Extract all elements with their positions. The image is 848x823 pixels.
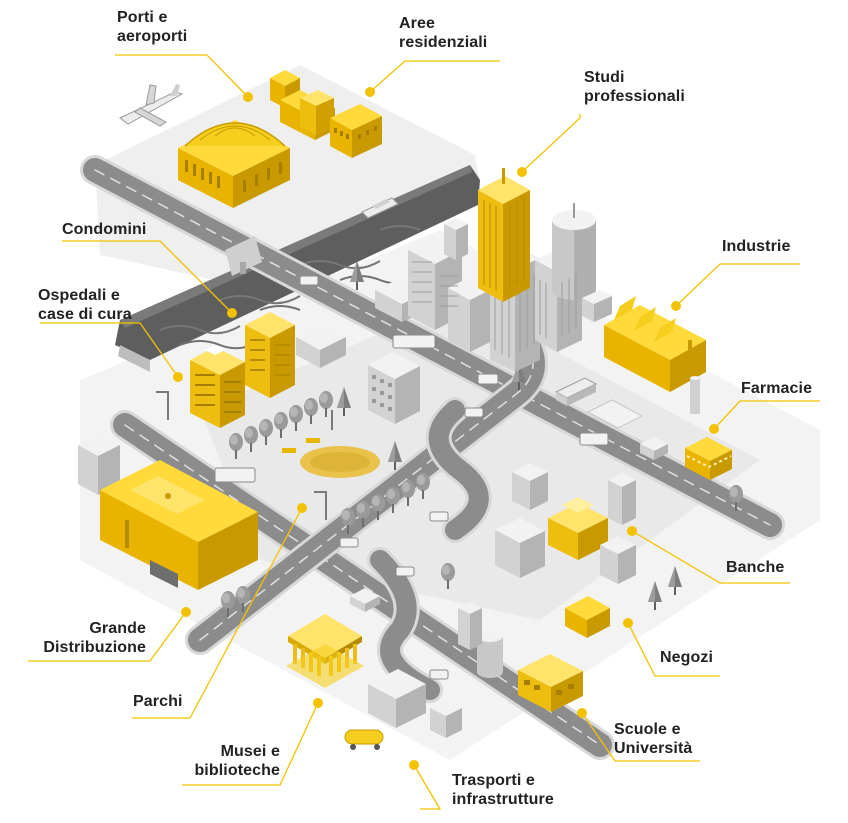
label-parchi: Parchi	[133, 693, 183, 710]
label-farmacie: Farmacie	[741, 380, 813, 397]
tanker-truck-yellow	[344, 729, 384, 750]
airport-terminal	[178, 120, 290, 208]
label-scuole-e-universita: Scuole e Università	[614, 721, 693, 757]
hospital	[190, 345, 245, 428]
label-aree-residenziali: Aree residenziali	[399, 15, 488, 51]
label-studi-professionali: Studi professionali	[584, 69, 685, 105]
street-lamps	[156, 391, 333, 520]
label-banche: Banche	[726, 559, 785, 576]
museum	[286, 614, 364, 688]
boat-icon	[361, 197, 399, 219]
apartment-block	[368, 352, 420, 424]
vehicles	[214, 275, 609, 680]
retail-warehouse	[78, 434, 258, 590]
tanker-truck	[554, 377, 598, 406]
label-negozi: Negozi	[660, 649, 714, 666]
factory	[604, 296, 706, 414]
label-porti-e-aeroporti: Porti e aeroporti	[117, 9, 188, 45]
warehouse-lots	[586, 399, 668, 460]
pharmacy	[685, 437, 732, 480]
label-condomini: Condomini	[62, 221, 147, 238]
label-ospedali-e-case-di-cura: Ospedali e case di cura	[38, 287, 132, 323]
label-musei-e-biblioteche: Musei e biblioteche	[194, 743, 280, 779]
lower-blocks	[350, 463, 636, 738]
residential-buildings	[270, 70, 382, 158]
label-industrie: Industrie	[722, 238, 791, 255]
professional-tower	[478, 168, 530, 302]
office-towers	[375, 203, 612, 372]
label-grande-distribuzione: Grande Distribuzione	[43, 620, 146, 656]
leader-lines	[28, 54, 820, 810]
park	[282, 438, 380, 478]
school	[518, 654, 583, 712]
leader-dots	[173, 87, 719, 770]
shop	[565, 596, 610, 638]
airplane-icon	[119, 84, 184, 127]
bank	[548, 497, 608, 560]
condominiums	[245, 312, 346, 398]
label-trasporti-e-infrastrutture: Trasporti e infrastrutture	[452, 772, 554, 808]
